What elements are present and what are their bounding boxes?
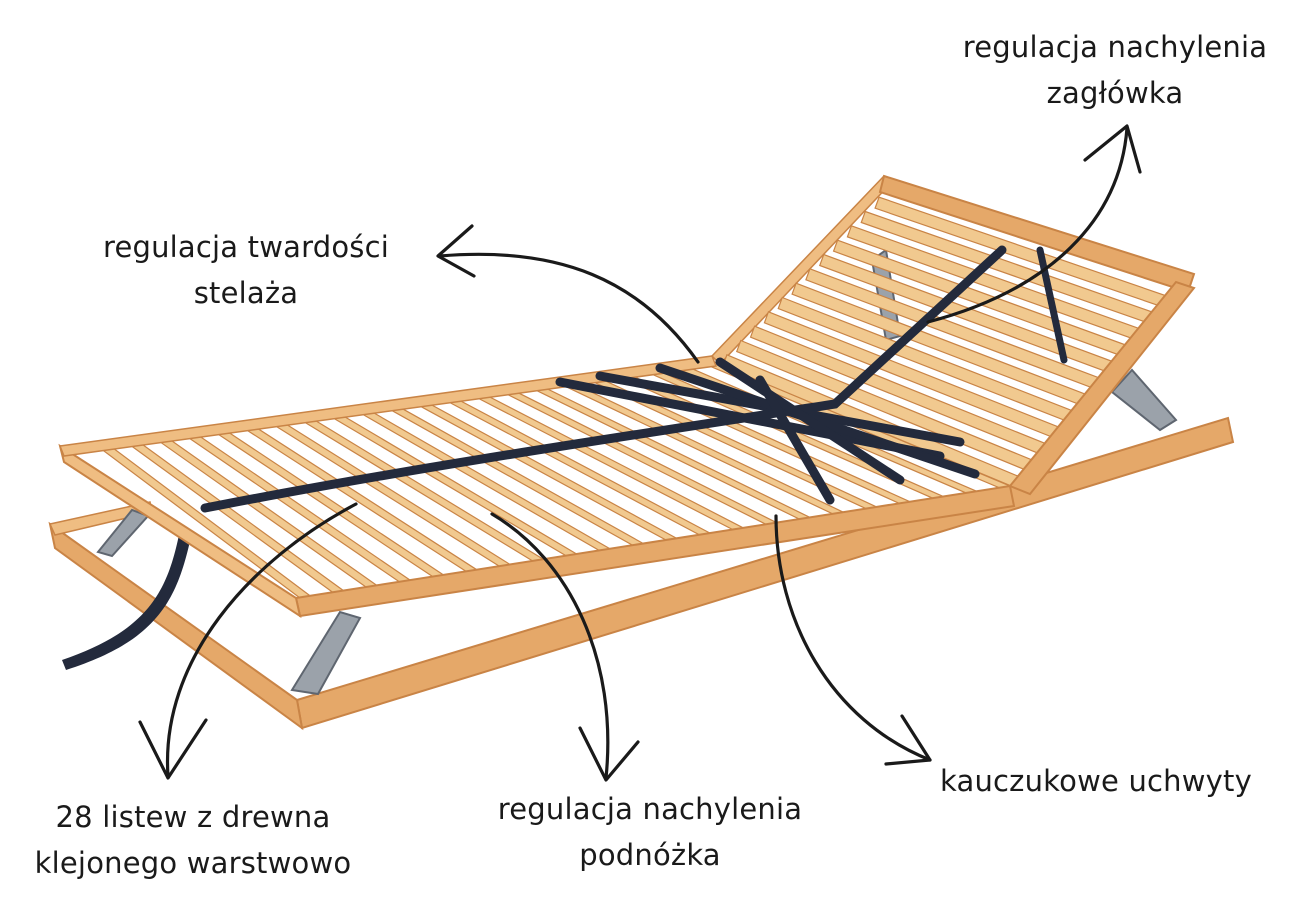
flat-back-rail: [58, 355, 718, 457]
label-headrest-tilt: regulacja nachylenia zagłówka: [942, 24, 1288, 116]
foot-strap: [62, 530, 192, 670]
annotation-arrows: [138, 124, 1142, 782]
flat-section-rails: [58, 355, 1016, 619]
head-section-slats: [722, 196, 1175, 492]
label-rubber-holders: kauczukowe uchwyty: [940, 758, 1290, 804]
arrow-firmness: [438, 252, 700, 364]
label-slats-line-2: klejonego warstwowo: [34, 846, 352, 880]
arrow-slats-head: [138, 718, 208, 780]
belt-long: [200, 245, 1007, 513]
arrow-footrest-head: [578, 726, 640, 782]
label-firmness-adjustment: regulacja twardości stelaża: [76, 224, 416, 316]
arrow-firmness-head: [436, 224, 476, 278]
belt-middle-4: [715, 357, 905, 485]
label-slats-line-1: 28 listew z drewna: [55, 800, 331, 834]
bed-frame-illustration: [48, 124, 1235, 782]
hinge-head-right: [1110, 368, 1178, 432]
firmness-belts: [200, 245, 1068, 513]
label-rubber-line-1: kauczukowe uchwyty: [940, 764, 1252, 798]
arrow-rubber: [774, 514, 932, 762]
label-headrest-line-1: regulacja nachylenia: [962, 30, 1268, 64]
label-firmness-line-1: regulacja twardości: [102, 230, 390, 264]
label-firmness-line-2: stelaża: [193, 276, 299, 310]
belt-middle-5: [755, 375, 835, 505]
arrow-rubber-head: [884, 714, 932, 766]
flat-left-rail: [58, 443, 302, 619]
base-left-rail: [48, 521, 304, 731]
label-footrest-line-2: podnóżka: [579, 838, 721, 872]
head-front-rail: [1008, 280, 1196, 496]
label-footrest-tilt: regulacja nachylenia podnóżka: [470, 786, 830, 878]
label-slats: 28 listew z drewna klejonego warstwowo: [14, 794, 372, 886]
arrow-headrest-head: [1083, 124, 1142, 174]
hinge-front-left: [290, 610, 362, 696]
arrow-headrest: [926, 126, 1129, 324]
arrow-slats: [165, 502, 358, 778]
label-headrest-line-2: zagłówka: [1046, 76, 1184, 110]
arrow-footrest: [490, 512, 610, 780]
label-footrest-line-1: regulacja nachylenia: [497, 792, 803, 826]
